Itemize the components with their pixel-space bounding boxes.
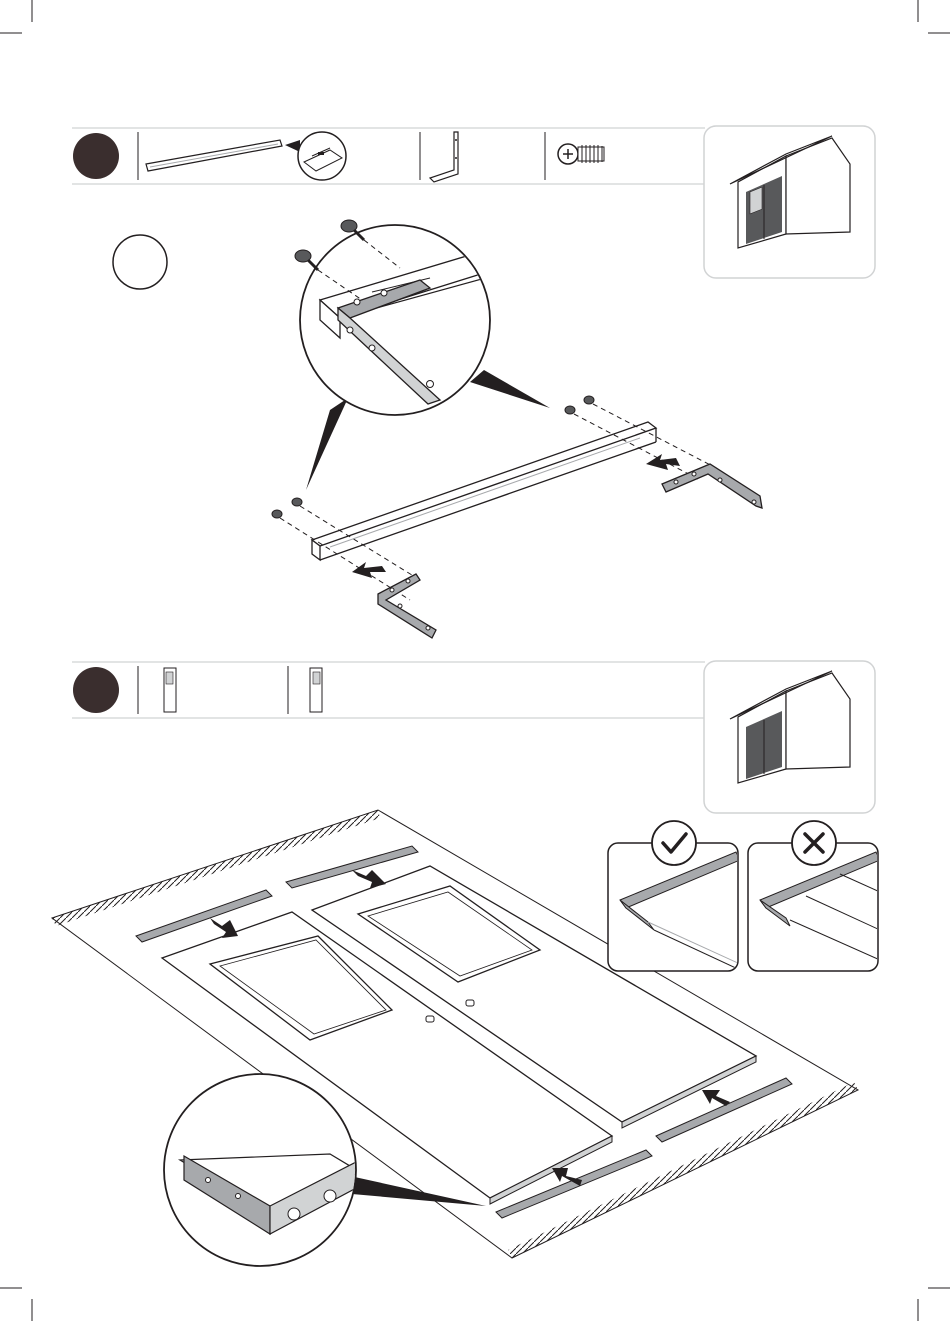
step1-house-thumbnail: [704, 126, 875, 278]
step2-marker: [73, 667, 119, 713]
step2-house-thumbnail: [704, 661, 875, 813]
wrong-example-panel: [748, 821, 880, 971]
correct-example-panel: [608, 821, 740, 971]
step1-rail-assembly: [272, 220, 762, 638]
left-insert-arrow: [352, 562, 386, 578]
long-rail: [312, 422, 656, 560]
l-bracket-part-icon: [430, 132, 458, 182]
step1-header: [72, 128, 705, 184]
right-bracket: [662, 464, 762, 508]
screw-part-icon: [558, 144, 604, 164]
zoom-pointer-right: [470, 370, 550, 408]
door-panel-right-icon: [310, 668, 322, 712]
step1-marker: [73, 133, 119, 179]
zoom-pointer-left: [306, 398, 348, 490]
door-panel-left-icon: [164, 668, 176, 712]
right-insert-arrow: [646, 454, 680, 470]
rail-corner-zoom: [295, 220, 500, 415]
step1-substep-marker: [113, 235, 167, 289]
rail-detail-zoom-icon: [285, 132, 346, 180]
left-bracket: [378, 574, 436, 638]
right-screws: [565, 396, 720, 480]
long-rail-part-icon: [146, 140, 282, 171]
step2-header: [72, 662, 705, 718]
